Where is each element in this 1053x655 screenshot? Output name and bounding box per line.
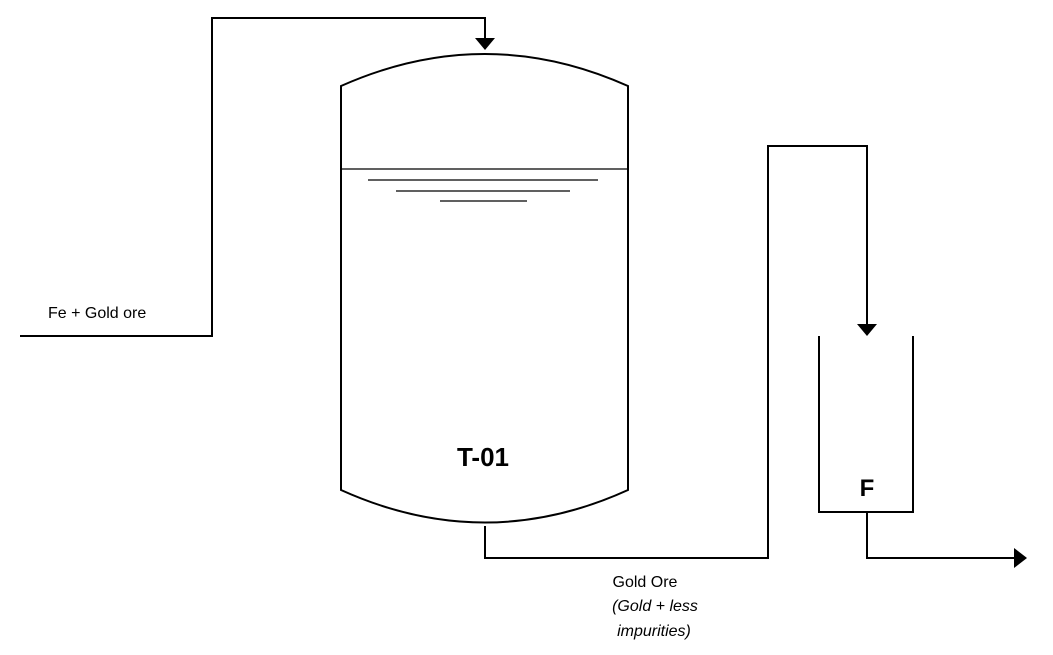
product-note-line2: impurities) bbox=[617, 623, 691, 640]
tank-label: T-01 bbox=[457, 442, 509, 472]
filter-inlet-arrowhead bbox=[857, 324, 877, 336]
filter-outlet-line bbox=[866, 512, 1016, 559]
product-note-line1: (Gold + less bbox=[612, 598, 698, 615]
tank-outlet-line bbox=[484, 145, 868, 559]
feed-label: Fe + Gold ore bbox=[48, 305, 146, 322]
tank-vessel bbox=[340, 53, 629, 524]
filter-label: F bbox=[860, 475, 875, 502]
filter-outlet-arrowhead bbox=[1014, 548, 1027, 568]
product-label: Gold Ore bbox=[613, 574, 678, 591]
feed-line bbox=[20, 17, 486, 337]
feed-arrowhead bbox=[475, 38, 495, 50]
